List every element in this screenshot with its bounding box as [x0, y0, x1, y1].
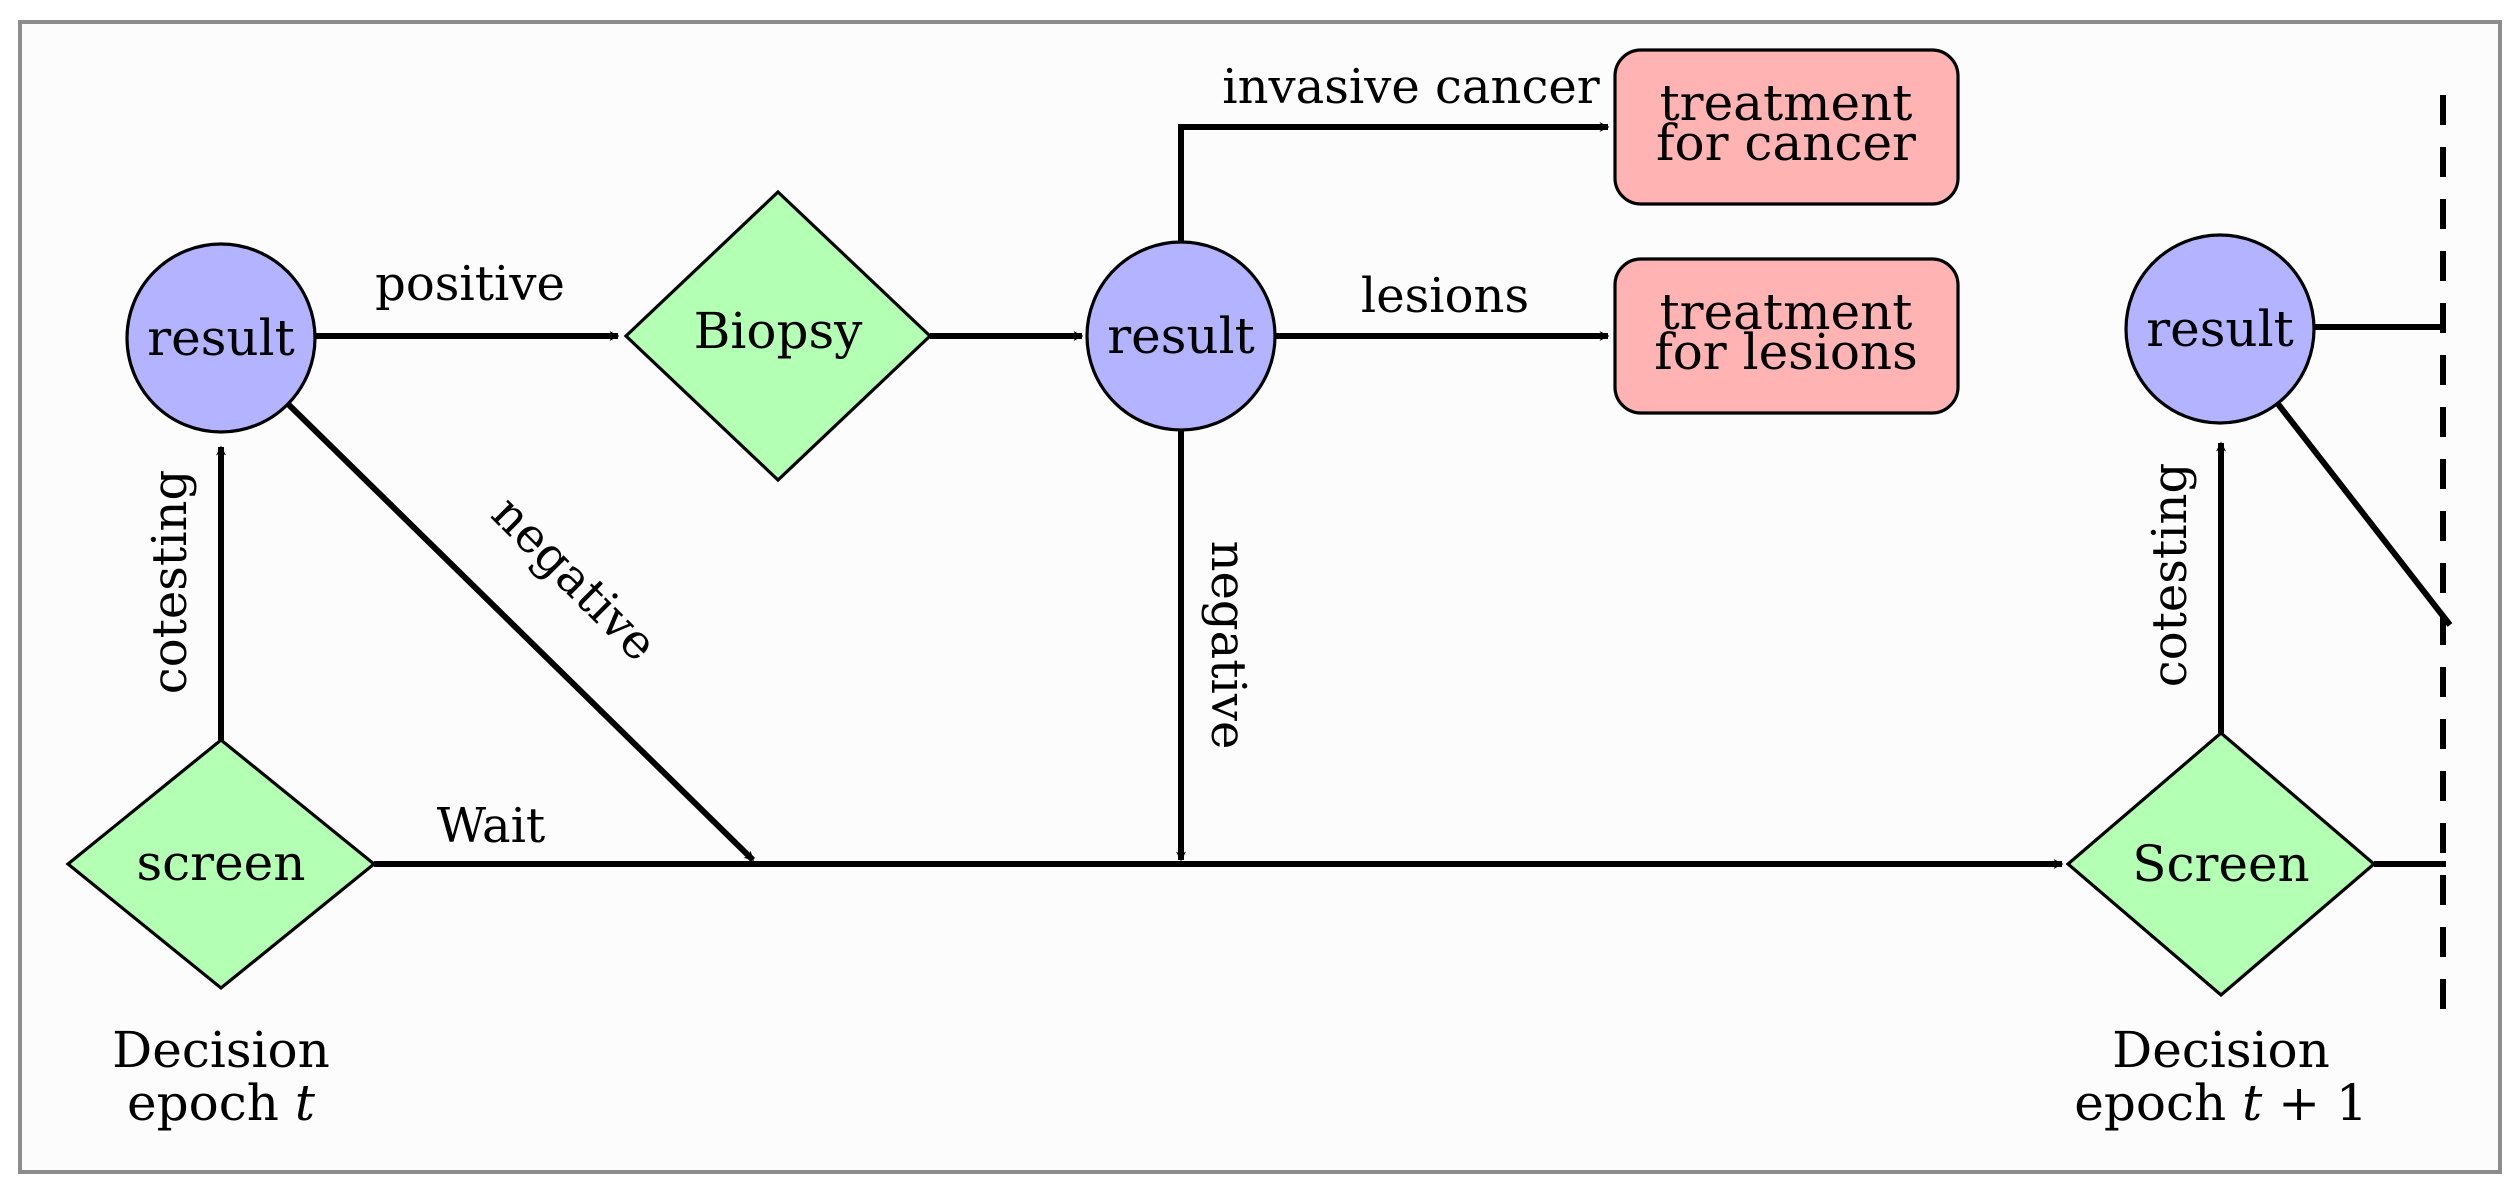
caption-decision-epoch-t1: Decision epoch t + 1 — [2074, 1021, 2367, 1132]
node-treatment-lesions: treatment for lesions — [1613, 257, 1960, 415]
node-treatment-cancer-line1: treatment — [1660, 74, 1913, 132]
node-result-t1: result — [2124, 233, 2316, 425]
node-result-t-label: result — [147, 309, 294, 367]
node-treatment-cancer: treatment for cancer — [1613, 48, 1960, 206]
node-biopsy-label: Biopsy — [694, 302, 864, 360]
label-cotesting-t1: cotesting — [2142, 463, 2198, 687]
caption-epoch-t1-line1: Decision — [2112, 1021, 2330, 1079]
label-lesions: lesions — [1361, 268, 1529, 324]
node-biopsy: Biopsy — [623, 189, 933, 483]
node-result-biopsy-label: result — [1107, 307, 1254, 365]
node-treatment-lesions-line2: for lesions — [1654, 323, 1918, 381]
node-screen-t-label: screen — [137, 834, 306, 892]
node-treatment-cancer-line2: for cancer — [1656, 114, 1916, 172]
label-wait: Wait — [437, 798, 545, 854]
node-screen-t1: Screen — [2065, 730, 2377, 998]
node-result-biopsy: result — [1085, 240, 1277, 432]
label-cotesting-t: cotesting — [142, 470, 198, 694]
label-positive: positive — [375, 256, 565, 312]
edge-invasive-cancer — [1178, 122, 1610, 242]
caption-epoch-t-line1: Decision — [112, 1021, 330, 1079]
diagram-frame — [18, 20, 2502, 1174]
edge-result-t1-diagonal — [2275, 402, 2453, 627]
label-negative-down: negative — [1200, 541, 1256, 750]
label-invasive-cancer: invasive cancer — [1222, 59, 1599, 115]
node-screen-t1-label: Screen — [2132, 835, 2310, 893]
caption-epoch-t-line2: epoch t — [127, 1074, 316, 1132]
caption-decision-epoch-t: Decision epoch t — [112, 1021, 330, 1132]
edge-negative-diagonal — [285, 401, 756, 863]
caption-epoch-t1-line2: epoch t + 1 — [2074, 1074, 2367, 1132]
node-screen-t: screen — [65, 737, 377, 991]
node-result-t1-label: result — [2146, 300, 2293, 358]
node-result-t: result — [125, 242, 317, 434]
node-treatment-lesions-line1: treatment — [1660, 283, 1913, 341]
